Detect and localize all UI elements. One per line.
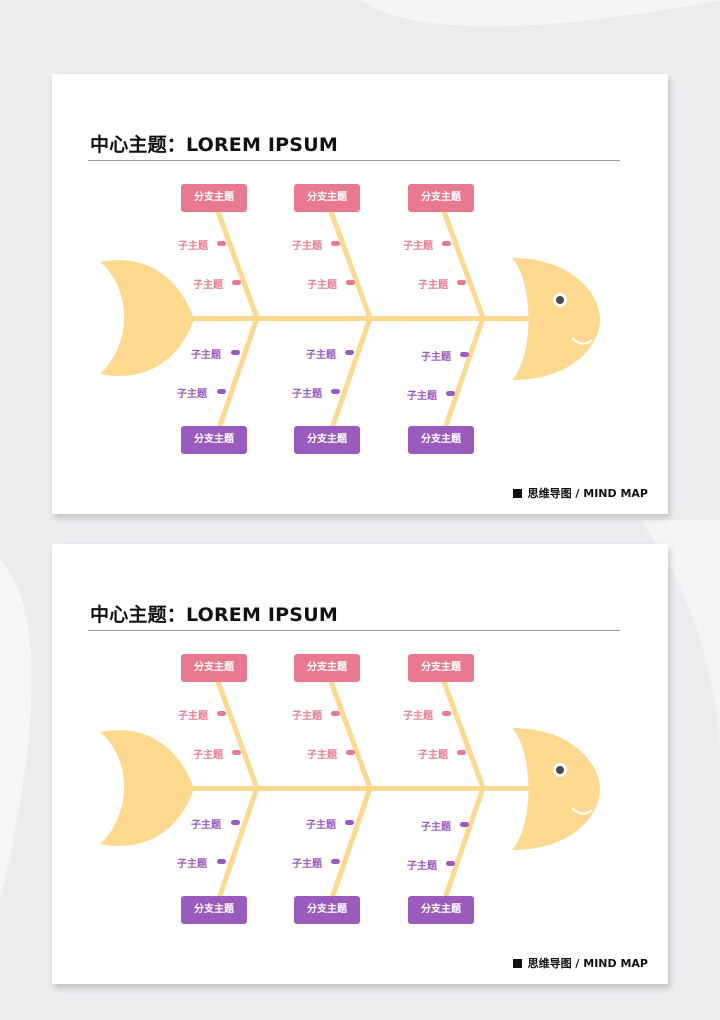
bone-bottom-2 [325, 787, 373, 911]
branch-box-top-1[interactable]: 分支主题 [181, 184, 247, 212]
bone-top-2 [323, 667, 373, 789]
title-divider [88, 160, 620, 161]
subtopic-label[interactable]: 子主题 [178, 711, 208, 722]
subtopic-label[interactable]: 子主题 [178, 241, 208, 252]
fishbone-card: 中心主题：LOREM IPSUM 分支主题 分支主题 分支主题 分支主题 分支主… [52, 74, 668, 514]
subtopic-label[interactable]: 子主题 [307, 750, 337, 761]
branch-box-bottom-2[interactable]: 分支主题 [294, 896, 360, 924]
subtopic-label[interactable]: 子主题 [292, 711, 322, 722]
subtopic-label[interactable]: 子主题 [403, 241, 433, 252]
subtopic-marker [217, 389, 226, 394]
title-divider [88, 630, 620, 631]
branch-box-bottom-1[interactable]: 分支主题 [181, 426, 247, 454]
subtopic-label[interactable]: 子主题 [193, 750, 223, 761]
subtopic-marker [457, 750, 466, 755]
bone-bottom-3 [438, 787, 486, 911]
fishbone-diagram [100, 667, 600, 911]
subtopic-marker [346, 750, 355, 755]
branch-box-bottom-2[interactable]: 分支主题 [294, 426, 360, 454]
bone-top-3 [436, 197, 486, 319]
fishbone-diagram [100, 197, 600, 441]
branch-box-top-3[interactable]: 分支主题 [408, 654, 474, 682]
card-title: 中心主题：LOREM IPSUM [90, 604, 338, 626]
branch-box-top-1[interactable]: 分支主题 [181, 654, 247, 682]
subtopic-label[interactable]: 子主题 [193, 280, 223, 291]
subtopic-marker [232, 750, 241, 755]
subtopic-marker [345, 820, 354, 825]
subtopic-marker [232, 280, 241, 285]
card-title: 中心主题：LOREM IPSUM [90, 134, 338, 156]
fish-mouth [571, 337, 593, 345]
bone-top-1 [210, 197, 260, 319]
branch-box-top-2[interactable]: 分支主题 [294, 184, 360, 212]
spine [184, 786, 534, 791]
bone-bottom-3 [438, 317, 486, 441]
bone-bottom-1 [212, 317, 260, 441]
subtopic-marker [460, 822, 469, 827]
spine [184, 316, 534, 321]
subtopic-marker [217, 241, 226, 246]
subtopic-label[interactable]: 子主题 [403, 711, 433, 722]
bone-bottom-1 [212, 787, 260, 911]
subtopic-marker [446, 391, 455, 396]
branch-box-bottom-1[interactable]: 分支主题 [181, 896, 247, 924]
subtopic-marker [231, 350, 240, 355]
subtopic-marker [331, 859, 340, 864]
fishbone-card: 中心主题：LOREM IPSUM 分支主题 分支主题 分支主题 分支主题 分支主… [52, 544, 668, 984]
fish-tail [100, 260, 194, 376]
subtopic-label[interactable]: 子主题 [292, 389, 322, 400]
subtopic-marker [331, 389, 340, 394]
branch-box-bottom-3[interactable]: 分支主题 [408, 896, 474, 924]
fish-head [512, 258, 600, 380]
subtopic-marker [442, 711, 451, 716]
subtopic-label[interactable]: 子主题 [306, 820, 336, 831]
subtopic-label[interactable]: 子主题 [421, 352, 451, 363]
subtopic-marker [231, 820, 240, 825]
branch-box-top-3[interactable]: 分支主题 [408, 184, 474, 212]
footer-text: 思维导图 / MIND MAP [527, 957, 648, 970]
subtopic-label[interactable]: 子主题 [177, 859, 207, 870]
square-bullet-icon [512, 958, 522, 968]
subtopic-marker [217, 711, 226, 716]
fish-mouth [571, 807, 593, 815]
subtopic-label[interactable]: 子主题 [418, 280, 448, 291]
fish-tail [100, 730, 194, 846]
subtopic-marker [346, 280, 355, 285]
subtopic-label[interactable]: 子主题 [292, 859, 322, 870]
subtopic-marker [460, 352, 469, 357]
subtopic-label[interactable]: 子主题 [292, 241, 322, 252]
subtopic-marker [217, 859, 226, 864]
subtopic-marker [446, 861, 455, 866]
branch-box-top-2[interactable]: 分支主题 [294, 654, 360, 682]
subtopic-marker [331, 241, 340, 246]
subtopic-marker [457, 280, 466, 285]
footer-text: 思维导图 / MIND MAP [527, 487, 648, 500]
subtopic-label[interactable]: 子主题 [407, 391, 437, 402]
subtopic-label[interactable]: 子主题 [191, 820, 221, 831]
footer-caption: 思维导图 / MIND MAP [512, 955, 648, 971]
subtopic-label[interactable]: 子主题 [407, 861, 437, 872]
square-bullet-icon [512, 488, 522, 498]
subtopic-marker [345, 350, 354, 355]
subtopic-label[interactable]: 子主题 [177, 389, 207, 400]
subtopic-marker [331, 711, 340, 716]
subtopic-label[interactable]: 子主题 [421, 822, 451, 833]
subtopic-label[interactable]: 子主题 [307, 280, 337, 291]
bone-top-3 [436, 667, 486, 789]
bone-top-2 [323, 197, 373, 319]
bone-bottom-2 [325, 317, 373, 441]
bone-top-1 [210, 667, 260, 789]
subtopic-label[interactable]: 子主题 [418, 750, 448, 761]
subtopic-marker [442, 241, 451, 246]
fish-head [512, 728, 600, 850]
branch-box-bottom-3[interactable]: 分支主题 [408, 426, 474, 454]
footer-caption: 思维导图 / MIND MAP [512, 485, 648, 501]
subtopic-label[interactable]: 子主题 [191, 350, 221, 361]
subtopic-label[interactable]: 子主题 [306, 350, 336, 361]
